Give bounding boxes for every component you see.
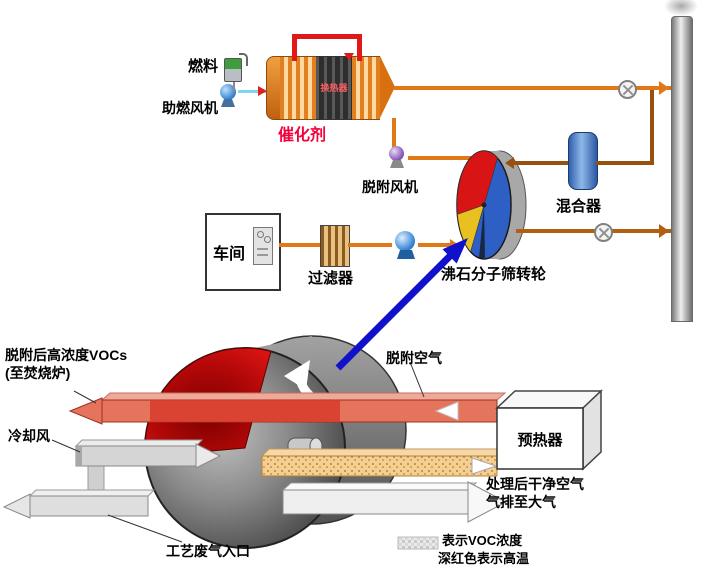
combustion-air-pipe	[238, 90, 266, 93]
zeolite-wheel-icon	[456, 150, 527, 260]
mixer-to-wheel-pipe	[514, 161, 568, 165]
wheel-to-fan-pipe	[408, 156, 478, 160]
heat-exchanger-label: 换热器	[320, 83, 348, 93]
voc-outlet-arrow	[68, 397, 103, 425]
desorption-duct-hot-zone	[150, 400, 340, 422]
catalyst-label: 催化剂	[278, 127, 327, 144]
fuel-dispenser-icon	[222, 50, 248, 82]
legend-label-1: 表示VOC浓度	[442, 533, 523, 548]
clean-air-arrow	[467, 481, 508, 523]
valve-icon-top	[618, 80, 637, 99]
cooling-air-arrow	[195, 443, 222, 469]
legend-gradient-swatch	[397, 536, 439, 550]
cooling-air-duct	[75, 445, 197, 467]
combustion-fan-icon	[218, 84, 238, 110]
blower-outlet-pipe	[418, 243, 450, 247]
burner-arrow-icon	[258, 86, 267, 96]
wheel-seal-notch	[479, 205, 485, 258]
wheel-desorb-arrow	[505, 157, 514, 169]
clean-air-label-2: 气排至大气	[486, 494, 556, 510]
workshop-box	[205, 213, 281, 291]
desorption-fan-icon	[386, 146, 408, 172]
mixer	[568, 132, 598, 190]
wheel-axle-dot	[481, 202, 487, 208]
loop-arrow-icon	[344, 53, 354, 61]
voc-outlet-label-2: (至焚烧炉)	[5, 365, 71, 381]
machine-icon	[253, 227, 273, 265]
desorption-riser-pipe	[392, 118, 396, 148]
wheel-label: 沸石分子筛转轮	[441, 266, 547, 283]
combustion-fan-label: 助燃风机	[162, 100, 218, 116]
exhaust-arrow-top	[659, 81, 669, 95]
process-gas-duct	[29, 495, 149, 517]
oxidizer-exhaust-pipe	[394, 86, 671, 90]
mixer-inlet-pipe	[596, 161, 652, 165]
process-inlet-label: 工艺废气入口	[166, 543, 250, 559]
heated-air-arrow	[471, 457, 498, 475]
clean-air-label-1: 处理后干净空气	[486, 476, 584, 492]
desorption-fan-label: 脱附风机	[362, 179, 418, 195]
rotary-wheel-detail	[2, 335, 603, 550]
chimney-stack	[671, 16, 693, 322]
legend-label-2: 深红色表示高温	[438, 551, 530, 566]
preheater-label: 预热器	[517, 432, 563, 449]
fuel-feed-line	[233, 82, 235, 92]
cooling-air-pointer	[51, 439, 81, 453]
clean-air-duct	[282, 489, 469, 515]
voc-outlet-pointer	[73, 390, 97, 404]
desorption-air-label: 脱附空气	[386, 350, 442, 366]
workshop-outlet-pipe	[279, 243, 320, 247]
chimney-smoke	[664, 0, 698, 16]
preheater-front	[496, 407, 584, 470]
catalytic-oxidizer-vessel	[266, 56, 396, 120]
heated-air-duct	[261, 455, 498, 477]
mixer-label: 混合器	[556, 198, 602, 215]
desorption-flow-arrow	[434, 401, 459, 421]
return-riser-pipe	[650, 90, 654, 165]
exhaust-arrow-bottom	[659, 224, 669, 238]
hot-gas-loop-pipe	[292, 34, 362, 61]
voc-outlet-label-1: 脱附后高浓度VOCs	[5, 347, 128, 363]
process-gas-nozzle	[2, 493, 31, 519]
process-inlet-pointer	[107, 514, 183, 543]
valve-icon-bottom	[594, 223, 613, 242]
workshop-label: 车间	[213, 246, 246, 263]
vessel-catalyst-bed	[280, 56, 316, 120]
vessel-heat-exchanger	[316, 56, 352, 120]
fuel-label: 燃料	[187, 58, 218, 75]
process-blower-icon	[392, 231, 418, 261]
filter-label: 过滤器	[308, 270, 354, 287]
filter-outlet-pipe	[348, 243, 392, 247]
vessel-catalyst-bed-2	[352, 56, 380, 120]
filter	[320, 225, 350, 267]
vessel-cone	[380, 56, 395, 118]
cooling-air-label: 冷却风	[8, 428, 50, 444]
wheel-desorption-sector	[456, 150, 498, 215]
